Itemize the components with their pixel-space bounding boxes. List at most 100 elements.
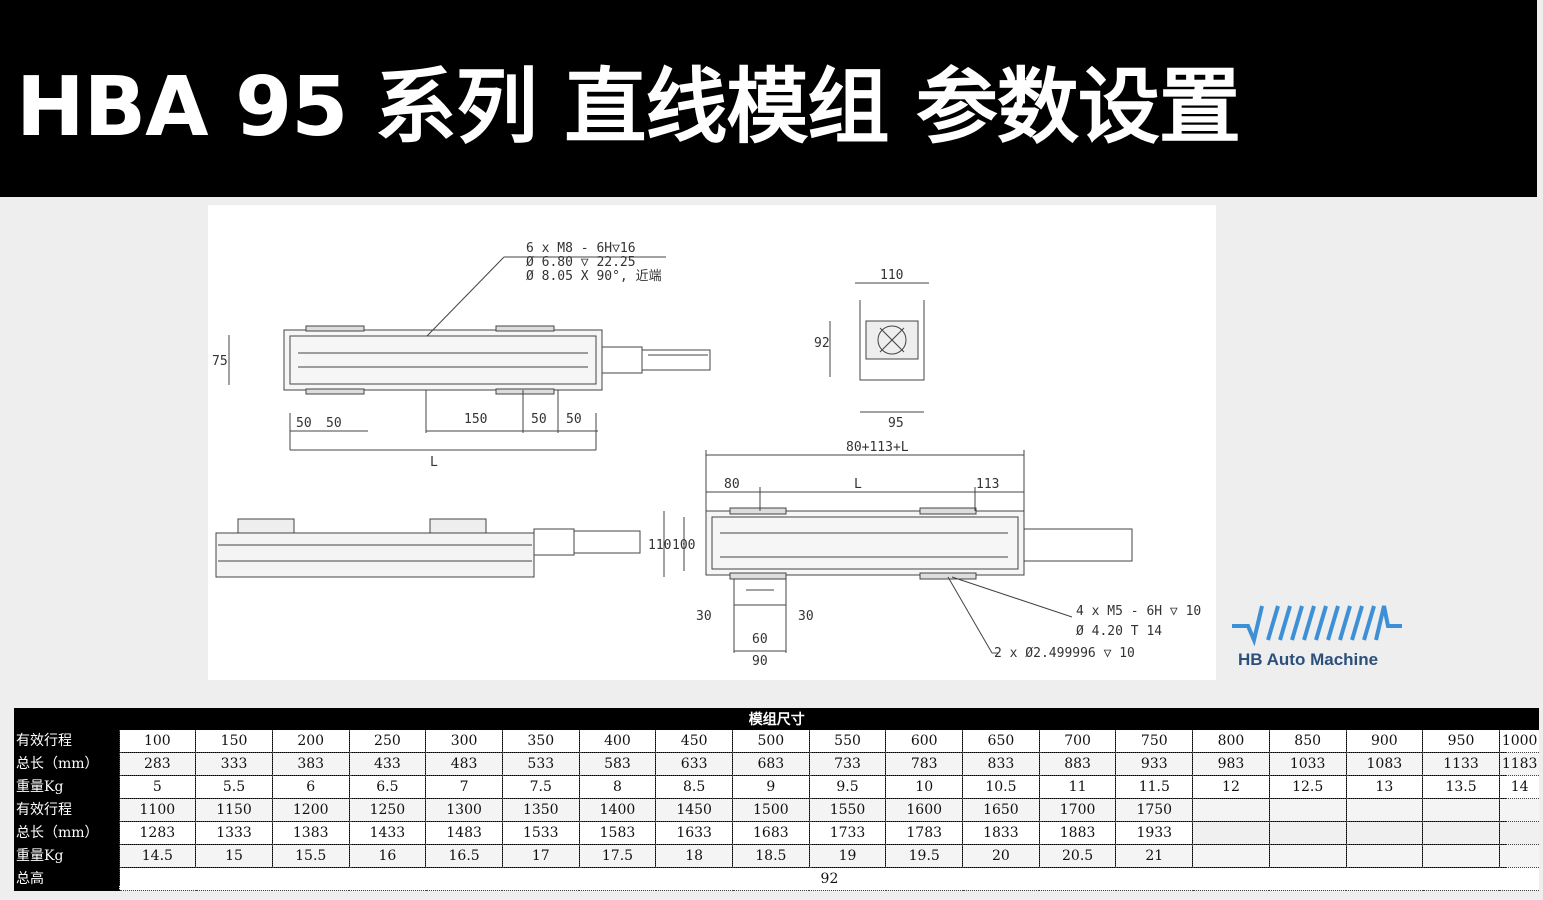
table-cell: 1000 [1498,730,1540,753]
table-cell: 283 [118,752,196,776]
table-cell [1422,821,1500,845]
table-caption: 模组尺寸 [14,708,1540,730]
row-label: 总长（mm） [14,752,119,776]
table-cell: 583 [578,752,656,776]
table-cell: 18 [655,844,733,868]
dim-110: 110 [880,268,903,283]
callout-tap-top-3: Ø 8.05 X 90°, 近端 [526,269,662,284]
table-cell: 21 [1115,844,1193,868]
table-cell: 12 [1192,775,1270,799]
callout-tap-bottom-2: Ø 4.20 T 14 [1076,624,1162,639]
table-cell: 1150 [195,798,273,822]
table-cell: 1400 [578,798,656,822]
table-cell: 10.5 [962,775,1040,799]
table-cell: 1283 [118,821,196,845]
table-cell: 800 [1192,730,1270,753]
table-cell: 1300 [425,798,503,822]
table-cell: 13.5 [1422,775,1500,799]
table-cell: 9 [732,775,810,799]
row-label: 总高 [14,867,119,891]
dim-90: 90 [752,654,768,669]
bottom-view-module [663,450,1133,654]
dim-l-top: L [430,455,438,470]
table-cell: 1650 [962,798,1040,822]
table-cell: 600 [885,730,963,753]
table-cell: 700 [1038,730,1116,753]
table-cell [1498,844,1540,868]
side-view-module [215,518,641,578]
table-cell: 200 [271,730,350,753]
table-cell: 6.5 [348,775,426,799]
table-cell: 1500 [732,798,810,822]
table-cell: 1600 [885,798,963,822]
table-cell: 883 [1038,752,1116,776]
table-cell: 1433 [348,821,426,845]
table-cell [1268,821,1346,845]
table-cell [1498,821,1540,845]
dim-100: 100 [672,538,695,553]
dim-150: 150 [464,412,487,427]
table-cell: 1250 [348,798,426,822]
table-cell: 1533 [501,821,580,845]
table-cell: 433 [348,752,426,776]
table-cell: 1783 [885,821,963,845]
table-cell [1192,821,1270,845]
table-cell [1345,798,1423,822]
table-cell: 750 [1115,730,1193,753]
table-cell: 850 [1268,730,1346,753]
row-label: 重量Kg [14,844,119,868]
table-cell: 383 [271,752,350,776]
table-cell: 1933 [1115,821,1193,845]
table-cell: 1883 [1038,821,1116,845]
row-label: 重量Kg [14,775,119,799]
table-cell: 983 [1192,752,1270,776]
dim-total-length: 80+113+L [846,440,909,455]
table-cell: 7.5 [501,775,580,799]
callout-tap-top-1: 6 x M8 - 6H▽16 [526,241,636,256]
table-cell: 683 [732,752,810,776]
table-cell: 350 [501,730,580,753]
callout-leader [426,256,505,337]
table-cell [1192,844,1270,868]
table-cell: 19.5 [885,844,963,868]
table-cell: 1100 [118,798,196,822]
table-cell: 533 [501,752,580,776]
table-cell: 633 [655,752,733,776]
table-cell: 650 [962,730,1040,753]
table-cell: 16 [348,844,426,868]
table-cell [1498,798,1540,822]
table-cell: 11 [1038,775,1116,799]
table-cell: 500 [732,730,810,753]
end-view [829,282,929,413]
table-cell: 17.5 [578,844,656,868]
table-cell: 5 [118,775,196,799]
dim-60: 60 [752,632,768,647]
table-cell: 8 [578,775,656,799]
dim-95: 95 [888,416,904,431]
table-cell: 400 [578,730,656,753]
callout-tap-bottom-1: 4 x M5 - 6H ▽ 10 [1076,604,1201,619]
dim-50-d: 50 [566,412,582,427]
row-label: 总长（mm） [14,821,119,845]
table-cell: 333 [195,752,273,776]
table-cell: 1083 [1345,752,1423,776]
table-cell: 15 [195,844,273,868]
table-cell [1345,821,1423,845]
table-cell: 14.5 [118,844,196,868]
table-cell [1192,798,1270,822]
dim-113: 113 [976,477,999,492]
table-cell: 7 [425,775,503,799]
table-cell: 733 [808,752,886,776]
table-cell: 20 [962,844,1040,868]
drawing-canvas: 6 x M8 - 6H▽16 Ø 6.80 ▽ 22.25 Ø 8.05 X 9… [212,241,1201,669]
table-cell: 150 [195,730,273,753]
dim-92: 92 [814,336,830,351]
table-cell [1268,798,1346,822]
